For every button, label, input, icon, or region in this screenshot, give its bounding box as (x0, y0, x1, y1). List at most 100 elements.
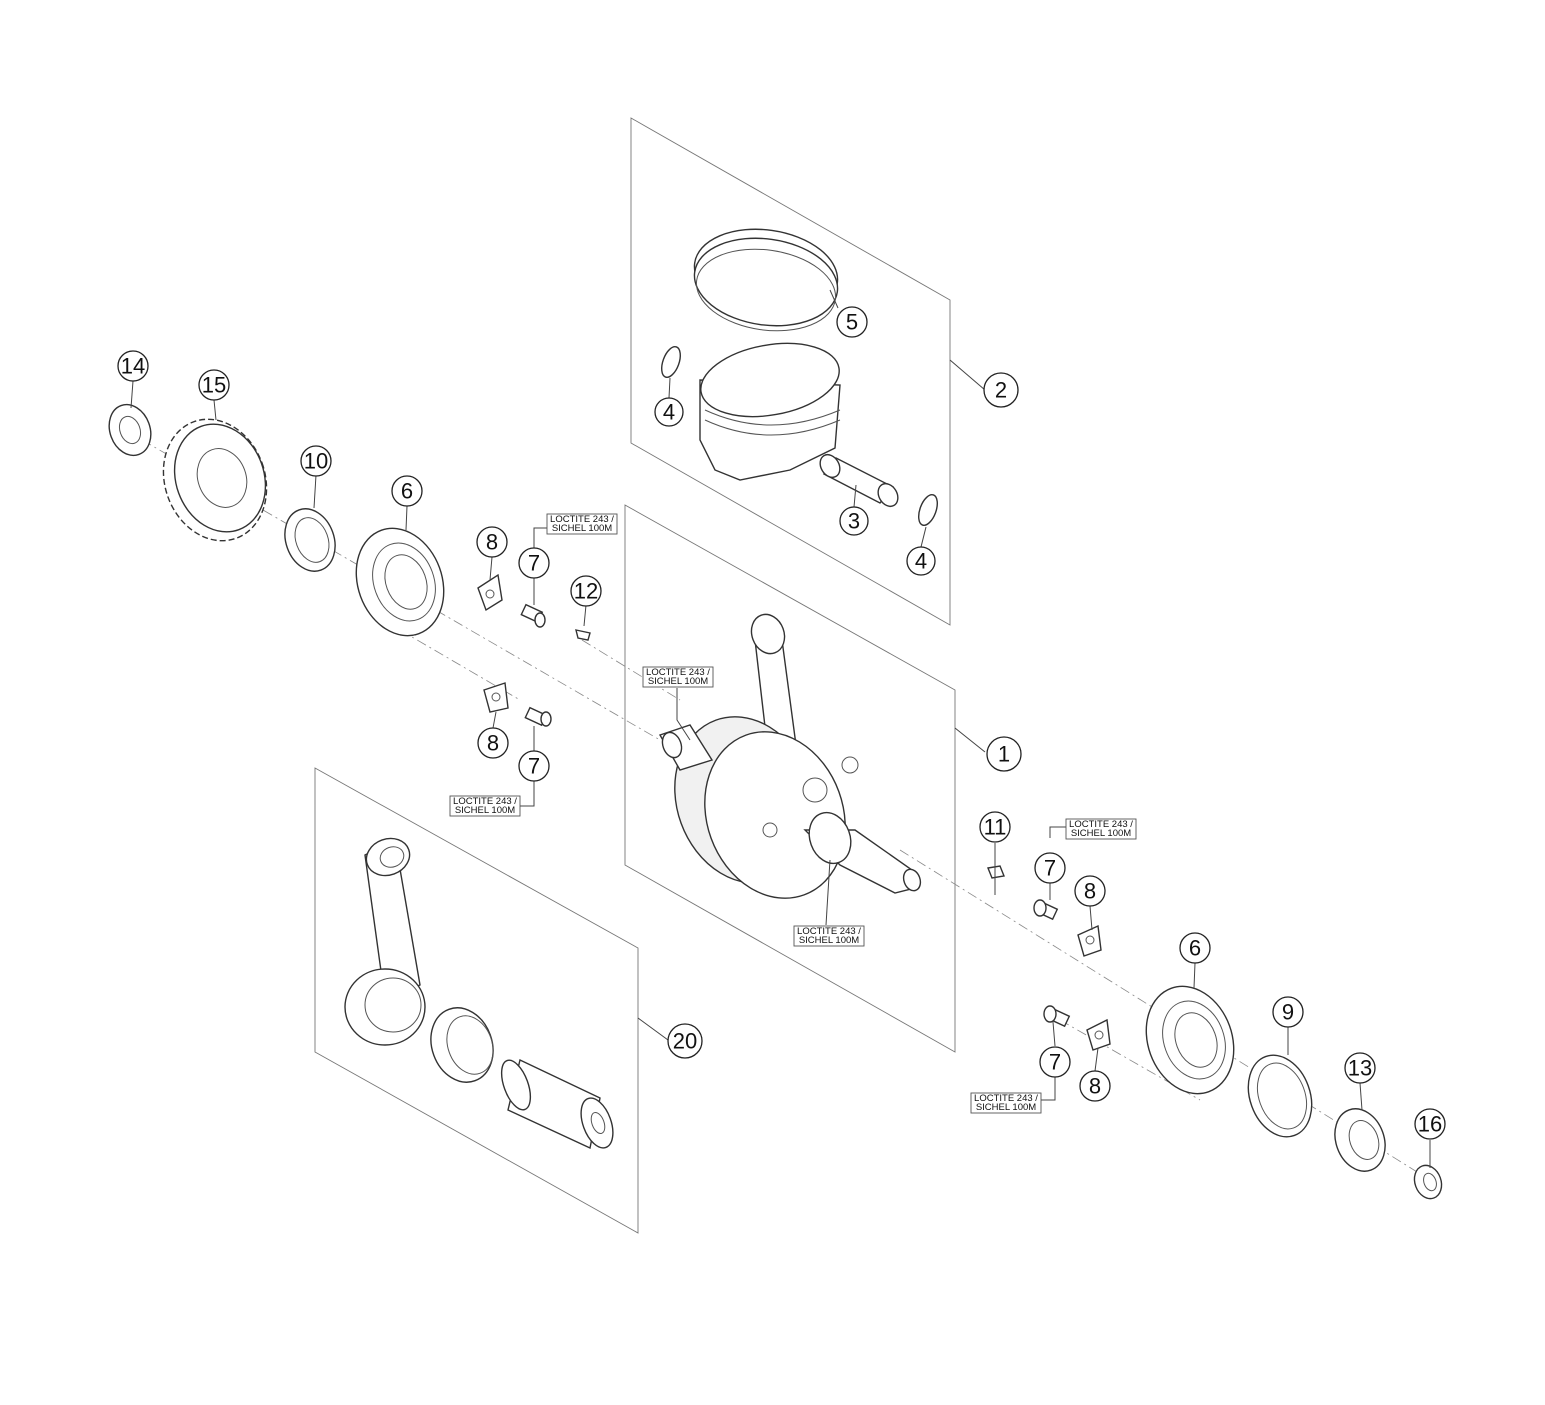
callout-4-lower: 4 (906, 546, 936, 576)
part-3-piston-pin (819, 453, 899, 508)
svg-text:15: 15 (202, 373, 226, 398)
panel-piston-assembly (630, 117, 951, 626)
callout-5: 5 (836, 306, 868, 338)
svg-text:LOCTITE 243 /: LOCTITE 243 / (550, 514, 614, 525)
svg-text:SICHEL 100M: SICHEL 100M (976, 1102, 1036, 1113)
svg-text:12: 12 (574, 579, 598, 604)
callout-4-upper: 4 (654, 397, 684, 427)
svg-text:1: 1 (998, 742, 1010, 767)
note-crankshaft-lower: LOCTITE 243 / SICHEL 100M (793, 925, 865, 947)
callout-8-upper-right: 8 (1074, 875, 1106, 907)
svg-text:7: 7 (528, 754, 540, 779)
svg-text:13: 13 (1348, 1056, 1372, 1081)
part-8-plate-upper-right (1077, 924, 1102, 957)
svg-text:7: 7 (528, 551, 540, 576)
svg-text:9: 9 (1282, 1000, 1294, 1025)
panel-connecting-rod-assembly (314, 767, 639, 1234)
svg-text:6: 6 (401, 479, 413, 504)
part-20-crank-pin (500, 1058, 614, 1150)
svg-text:5: 5 (846, 310, 858, 335)
part-7-screw-upper-right (1033, 899, 1059, 921)
callout-6-left: 6 (391, 475, 423, 507)
part-8-plate-lower-right (1086, 1018, 1111, 1051)
svg-text:2: 2 (995, 378, 1007, 403)
svg-text:LOCTITE 243 /: LOCTITE 243 / (974, 1093, 1038, 1104)
part-12-key (575, 629, 591, 641)
note-crankshaft-upper: LOCTITE 243 / SICHEL 100M (642, 666, 714, 688)
part-7-screw-lower-right (1043, 1005, 1071, 1028)
callout-1: 1 (986, 736, 1022, 772)
part-4-circlip-lower (918, 494, 938, 526)
svg-text:SICHEL 100M: SICHEL 100M (1071, 828, 1131, 839)
part-10-oil-seal (284, 508, 336, 572)
svg-text:LOCTITE 243 /: LOCTITE 243 / (453, 796, 517, 807)
svg-text:LOCTITE 243 /: LOCTITE 243 / (1069, 819, 1133, 830)
callout-16: 16 (1414, 1108, 1446, 1140)
assembly-panels (314, 117, 956, 1234)
svg-text:LOCTITE 243 /: LOCTITE 243 / (797, 926, 861, 937)
part-13-spacer (1334, 1108, 1386, 1172)
note-lower-left: LOCTITE 243 / SICHEL 100M (449, 795, 521, 817)
callout-2: 2 (983, 372, 1019, 408)
part-20-bearing-sleeve (430, 1007, 494, 1083)
svg-text:SICHEL 100M: SICHEL 100M (455, 805, 515, 816)
svg-text:8: 8 (1089, 1074, 1101, 1099)
part-8-plate-lower-left (483, 682, 509, 713)
callout-12: 12 (570, 575, 602, 607)
callout-8-lower-right: 8 (1079, 1070, 1111, 1102)
part-6-bearing-right (1145, 985, 1235, 1095)
part-piston (699, 342, 841, 481)
callout-14: 14 (117, 350, 149, 382)
svg-text:SICHEL 100M: SICHEL 100M (552, 523, 612, 534)
svg-text:8: 8 (486, 530, 498, 555)
svg-text:4: 4 (663, 400, 675, 425)
part-15-gear (162, 418, 268, 542)
callout-9: 9 (1272, 996, 1304, 1028)
part-14-seal-ring (108, 403, 152, 457)
part-7-screw-lower-left (524, 706, 552, 727)
callout-13: 13 (1344, 1052, 1376, 1084)
svg-text:16: 16 (1418, 1112, 1442, 1137)
callout-6-right: 6 (1179, 932, 1211, 964)
svg-text:14: 14 (121, 354, 145, 379)
callout-7-lower-left: 7 (518, 750, 550, 782)
svg-text:20: 20 (673, 1029, 697, 1054)
callout-15: 15 (198, 369, 230, 401)
part-1-crankshaft (658, 613, 922, 899)
svg-text:11: 11 (984, 815, 1007, 840)
note-upper-left: LOCTITE 243 / SICHEL 100M (546, 513, 618, 535)
part-11-key (987, 865, 1005, 879)
part-5-piston-rings (693, 228, 839, 332)
callout-20: 20 (667, 1023, 703, 1059)
callout-11: 11 (979, 811, 1011, 843)
part-7-screw-upper-left (520, 603, 546, 628)
callout-8-upper-left: 8 (476, 526, 508, 558)
callout-7-lower-right: 7 (1039, 1046, 1071, 1078)
axis-key-upper (581, 639, 681, 701)
note-upper-right: LOCTITE 243 / SICHEL 100M (1065, 818, 1137, 840)
part-6-bearing-left (355, 527, 445, 637)
svg-text:8: 8 (487, 731, 499, 756)
svg-text:4: 4 (915, 549, 927, 574)
svg-text:LOCTITE 243 /: LOCTITE 243 / (646, 667, 710, 678)
svg-text:10: 10 (304, 449, 328, 474)
part-8-plate-upper-left (477, 573, 503, 612)
svg-text:8: 8 (1084, 879, 1096, 904)
part-4-circlip-upper (661, 346, 681, 378)
svg-text:SICHEL 100M: SICHEL 100M (799, 935, 859, 946)
leader-lines (130, 289, 1431, 1168)
note-lower-right: LOCTITE 243 / SICHEL 100M (970, 1092, 1042, 1114)
callout-7-upper-right: 7 (1034, 852, 1066, 884)
part-9-oil-seal (1247, 1054, 1313, 1138)
callout-8-lower-left: 8 (477, 727, 509, 759)
svg-text:SICHEL 100M: SICHEL 100M (648, 676, 708, 687)
svg-text:7: 7 (1049, 1050, 1061, 1075)
svg-text:3: 3 (848, 509, 860, 534)
svg-text:7: 7 (1044, 856, 1056, 881)
part-20-connecting-rod (344, 837, 426, 1046)
callout-10: 10 (300, 445, 332, 477)
callout-7-upper-left: 7 (518, 547, 550, 579)
panel-crankshaft-assembly (624, 504, 956, 1053)
part-16-nut (1413, 1164, 1443, 1200)
